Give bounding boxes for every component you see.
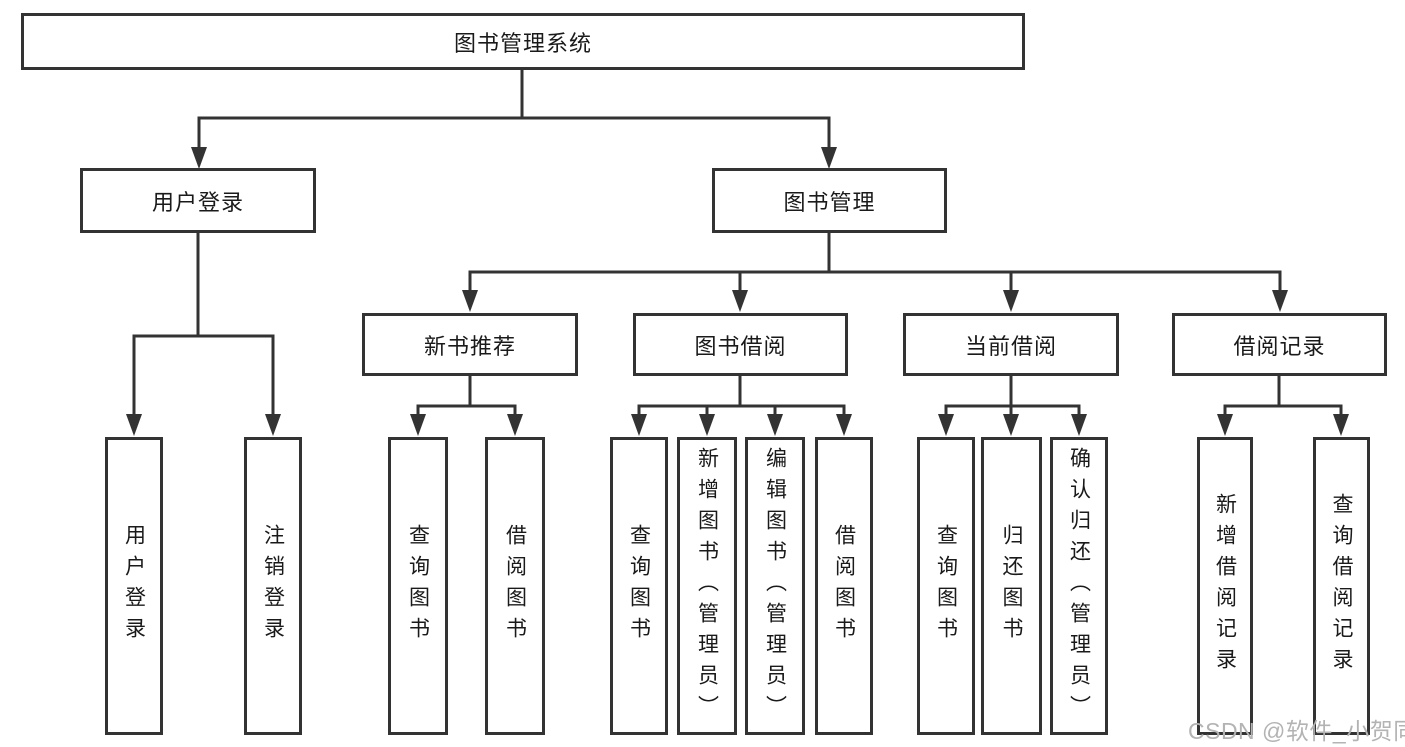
- arrowhead: [1071, 414, 1087, 436]
- leaf-query-books-borrow: 查询图书: [610, 437, 668, 735]
- node-label: 图书管理系统: [453, 30, 592, 56]
- node-book-borrow: 图书借阅: [633, 313, 848, 376]
- arrowhead: [1272, 290, 1288, 312]
- node-label: 借阅图书: [832, 524, 856, 648]
- arrowhead: [1003, 290, 1019, 312]
- node-label: 借阅图书: [503, 524, 527, 648]
- arrowhead: [1003, 414, 1019, 436]
- node-label: 查询图书: [627, 524, 651, 648]
- leaf-return-book: 归还图书: [981, 437, 1042, 735]
- arrowhead: [938, 414, 954, 436]
- connector-root-to-level2: [191, 68, 837, 169]
- leaf-user-login: 用户登录: [105, 437, 163, 735]
- leaf-borrow-books: 借阅图书: [815, 437, 873, 735]
- node-label: 用户登录: [122, 524, 146, 648]
- node-label: 查询借阅记录: [1330, 493, 1353, 679]
- connector-new-book-children: [410, 374, 523, 436]
- node-label: 图书管理: [783, 189, 876, 215]
- node-label: 新书推荐: [423, 333, 516, 359]
- node-label: 用户登录: [151, 189, 244, 215]
- arrowhead: [767, 414, 783, 436]
- arrowhead: [191, 147, 207, 169]
- csdn-watermark: CSDN @软件_小贺同学: [1188, 718, 1405, 744]
- leaf-query-borrow-record: 查询借阅记录: [1313, 437, 1370, 735]
- node-user-login: 用户登录: [80, 168, 316, 233]
- node-label: 查询图书: [934, 524, 958, 648]
- node-label: 确认归还（管理员）: [1067, 446, 1091, 726]
- connector-user-login-children: [126, 231, 281, 436]
- node-library-system: 图书管理系统: [21, 13, 1025, 70]
- connector-book-borrow-children: [631, 374, 852, 436]
- arrowhead: [699, 414, 715, 436]
- arrowhead: [732, 290, 748, 312]
- node-current-borrow: 当前借阅: [903, 313, 1119, 376]
- leaf-add-borrow-record: 新增借阅记录: [1197, 437, 1253, 735]
- node-label: 借阅记录: [1233, 333, 1326, 359]
- leaf-add-book-admin: 新增图书（管理员）: [677, 437, 737, 735]
- leaf-logout: 注销登录: [244, 437, 302, 735]
- arrowhead: [836, 414, 852, 436]
- leaf-query-books-current: 查询图书: [917, 437, 975, 735]
- leaf-query-books-recommend: 查询图书: [388, 437, 448, 735]
- node-label: 注销登录: [261, 524, 285, 648]
- node-label: 图书借阅: [694, 333, 787, 359]
- node-label: 新增图书（管理员）: [695, 446, 719, 726]
- arrowhead: [410, 414, 426, 436]
- connector-borrow-records-children: [1217, 374, 1349, 436]
- arrowhead: [462, 290, 478, 312]
- node-borrow-records: 借阅记录: [1172, 313, 1387, 376]
- node-label: 编辑图书（管理员）: [763, 446, 787, 726]
- connector-current-borrow-children: [938, 374, 1087, 436]
- leaf-confirm-return-admin: 确认归还（管理员）: [1050, 437, 1108, 735]
- leaf-borrow-books-recommend: 借阅图书: [485, 437, 545, 735]
- connector-book-management-children: [462, 231, 1288, 312]
- arrowhead: [126, 414, 142, 436]
- node-label: 当前借阅: [964, 333, 1057, 359]
- arrowhead: [821, 147, 837, 169]
- arrowhead: [1217, 414, 1233, 436]
- node-label: 查询图书: [406, 524, 430, 648]
- arrowhead: [507, 414, 523, 436]
- leaf-edit-book-admin: 编辑图书（管理员）: [745, 437, 805, 735]
- node-label: 归还图书: [1000, 524, 1023, 648]
- arrowhead: [631, 414, 647, 436]
- node-book-management: 图书管理: [712, 168, 947, 233]
- arrowhead: [1333, 414, 1349, 436]
- arrowhead: [265, 414, 281, 436]
- node-new-book-recommend: 新书推荐: [362, 313, 578, 376]
- node-label: 新增借阅记录: [1213, 493, 1237, 679]
